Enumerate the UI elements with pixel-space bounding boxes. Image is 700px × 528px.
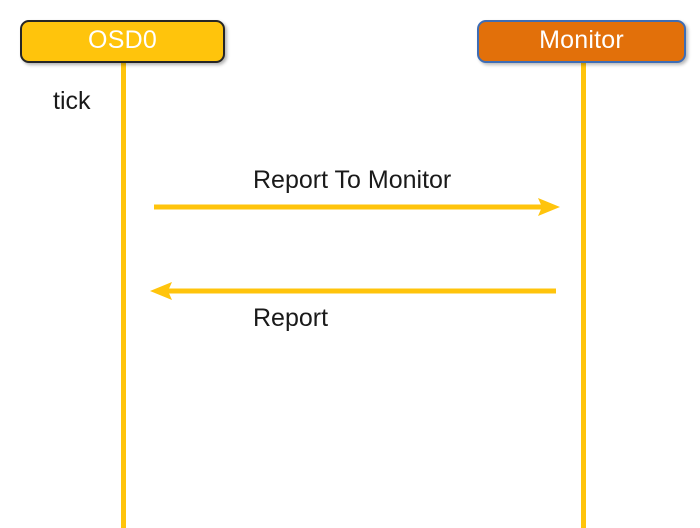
participant-box-osd0[interactable]: OSD0	[20, 20, 225, 63]
arrow-head-right-icon	[538, 198, 560, 216]
participant-label-monitor: Monitor	[539, 26, 624, 54]
note-tick: tick	[53, 87, 91, 115]
participant-box-monitor[interactable]: Monitor	[477, 20, 686, 63]
message-arrow-report-to-monitor	[154, 198, 560, 216]
participant-label-osd0: OSD0	[88, 26, 157, 54]
message-label-report-to-monitor: Report To Monitor	[253, 166, 452, 194]
message-arrow-report	[150, 282, 556, 300]
message-label-report: Report	[253, 304, 329, 332]
lifeline-osd0	[121, 63, 126, 528]
lifeline-monitor	[581, 63, 586, 528]
arrow-head-left-icon	[150, 282, 172, 300]
